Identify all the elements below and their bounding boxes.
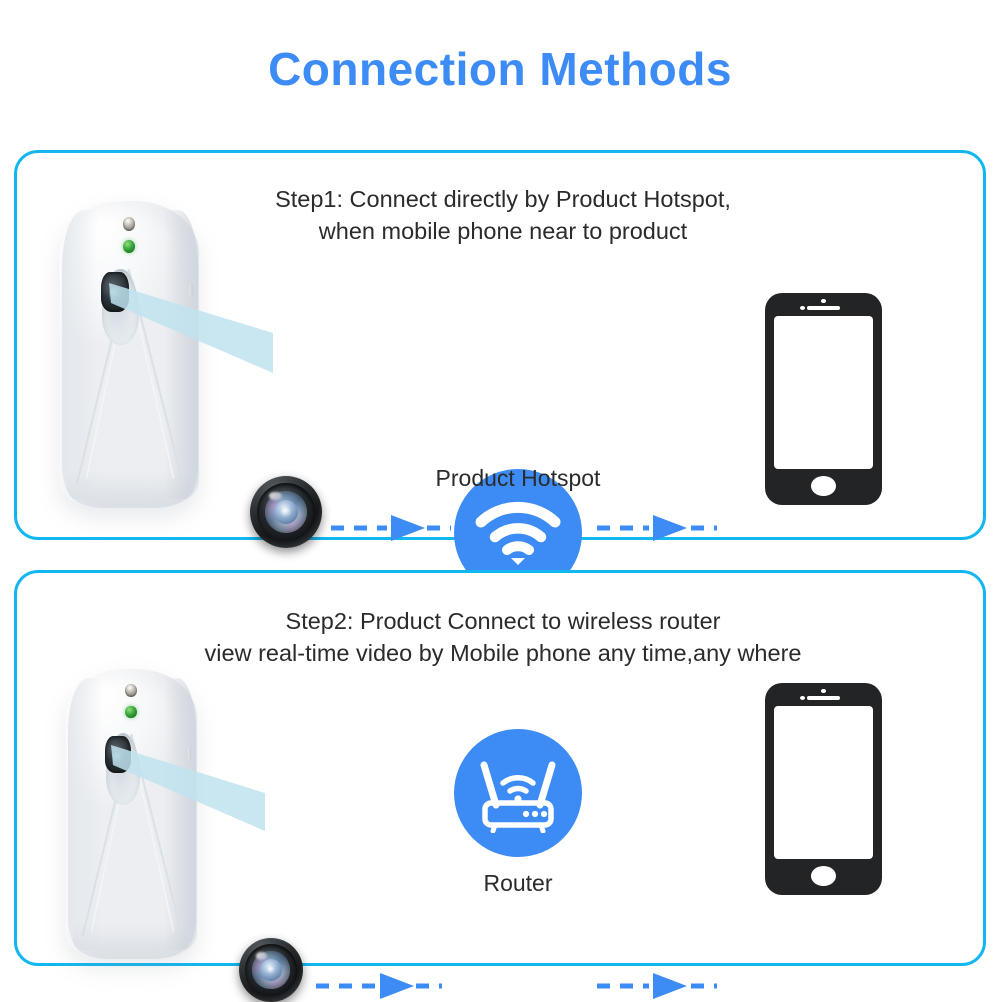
dispenser-base-shading	[72, 924, 190, 959]
phone-front-sensor-icon	[821, 299, 826, 304]
router-icon-circle	[454, 729, 582, 857]
dispenser-hidden-camera	[101, 271, 129, 312]
dispenser-power-button[interactable]	[125, 684, 137, 698]
page-title: Connection Methods	[268, 43, 732, 95]
lens-pupil	[266, 965, 276, 975]
hidden-camera-aperture	[112, 751, 124, 765]
magnified-camera-lens-step-2	[239, 938, 303, 1002]
phone-front-sensor-icon	[821, 689, 826, 694]
dispenser-power-button[interactable]	[122, 216, 136, 232]
phone-earpiece-icon	[807, 696, 840, 700]
wifi-icon	[475, 501, 561, 565]
lens-highlight	[268, 491, 282, 501]
phone-screen	[773, 705, 874, 860]
phone-home-button[interactable]	[810, 865, 836, 886]
hidden-camera-aperture	[109, 288, 121, 302]
lens-highlight	[255, 952, 268, 960]
dispenser-hidden-camera	[104, 735, 131, 774]
phone-front-camera-icon	[799, 305, 805, 311]
step-2-panel: Step2: Product Connect to wireless route…	[14, 570, 986, 1002]
dashed-arrow-device-to-router	[314, 971, 444, 1001]
router-label: Router	[483, 870, 553, 896]
dispenser-status-led	[125, 705, 137, 718]
dispenser-base-shading	[67, 471, 191, 508]
hotspot-label: Product Hotspot	[435, 465, 601, 491]
phone-earpiece-icon	[807, 306, 840, 310]
step-1-panel: Step1: Connect directly by Product Hotsp…	[14, 150, 986, 597]
router-icon	[480, 761, 556, 833]
phone-screen	[773, 315, 874, 470]
dispenser-side-button[interactable]	[187, 747, 192, 761]
magnified-camera-lens-step-1	[250, 476, 322, 548]
dispenser-status-led	[123, 239, 135, 253]
product-dispenser-step-1	[59, 201, 199, 508]
dispenser-side-button[interactable]	[189, 283, 193, 298]
smartphone-step-1	[765, 293, 882, 505]
product-dispenser-step-2	[65, 669, 197, 959]
step-1-caption: Step1: Connect directly by Product Hotsp…	[275, 186, 731, 245]
dashed-arrow-router-to-phone	[595, 971, 719, 1001]
dashed-arrow-device-to-hotspot	[329, 513, 453, 543]
smartphone-step-2	[765, 683, 882, 895]
lens-pupil	[280, 506, 292, 518]
phone-front-camera-icon	[799, 695, 805, 701]
dashed-arrow-hotspot-to-phone	[595, 513, 719, 543]
phone-home-button[interactable]	[810, 475, 836, 496]
step-2-caption: Step2: Product Connect to wireless route…	[204, 608, 802, 667]
